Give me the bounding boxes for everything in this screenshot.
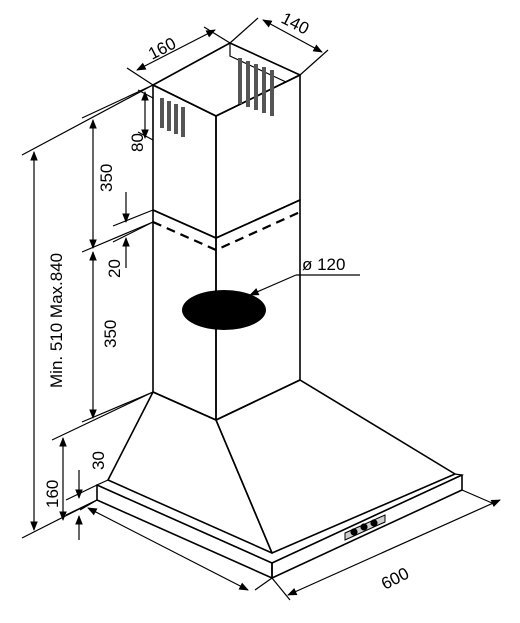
svg-text:20: 20 (105, 259, 124, 278)
svg-text:Min. 510 Max.840: Min. 510 Max.840 (47, 253, 66, 388)
dim-canopy-height: 160 (43, 391, 154, 521)
svg-text:350: 350 (101, 320, 120, 348)
dim-base-rim: 30 (65, 451, 108, 540)
outlet-diameter-label: ø 120 (302, 255, 345, 274)
dim-total-height: Min. 510 Max.840 (21, 84, 154, 539)
vent-slots-icon (238, 58, 274, 116)
canopy (95, 379, 465, 579)
svg-text:600: 600 (378, 564, 412, 594)
svg-text:160: 160 (145, 34, 179, 64)
outlet-hole (182, 290, 266, 330)
dim-upper-chimney: 350 (81, 84, 154, 249)
dim-overlap: 20 (105, 192, 154, 278)
dim-chimney-width: 160 (126, 26, 231, 86)
dim-hood-width (79, 499, 273, 591)
dim-lower-chimney: 350 (81, 221, 154, 423)
svg-text:80: 80 (128, 133, 147, 152)
dim-vent-slot: 80 (128, 89, 154, 152)
svg-text:30: 30 (89, 451, 108, 470)
svg-text:140: 140 (278, 9, 312, 39)
dim-hood-depth: 600 (271, 489, 501, 601)
svg-text:160: 160 (43, 480, 62, 508)
vent-slots-left-icon (160, 98, 185, 137)
svg-text:350: 350 (97, 164, 116, 192)
